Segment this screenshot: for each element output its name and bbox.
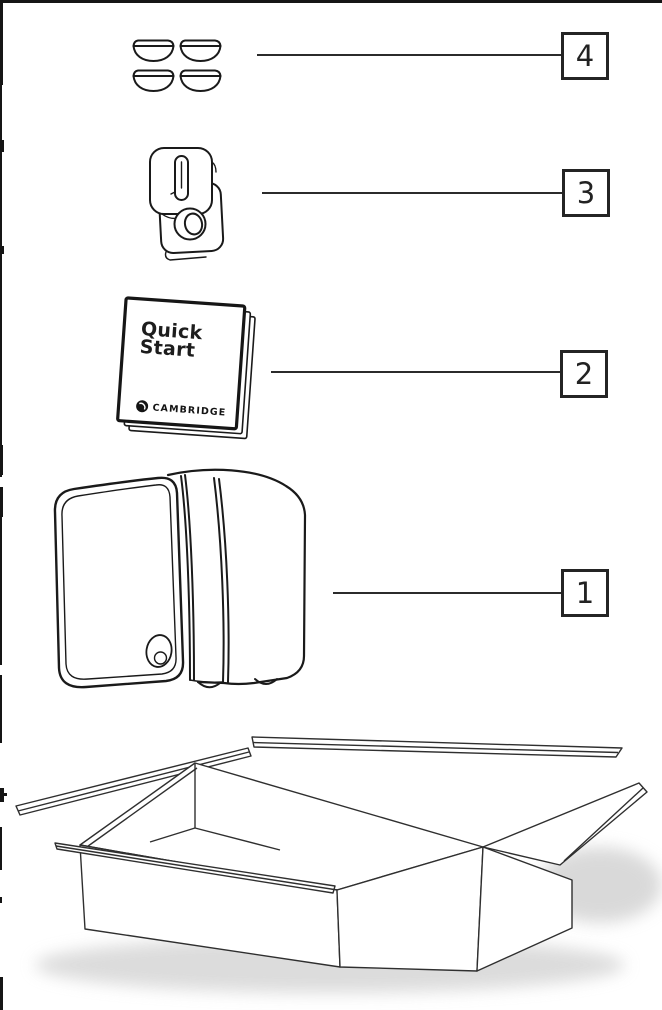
frame-border-left	[2, 793, 7, 796]
callout-box-2: 2	[560, 350, 608, 398]
leader-line-1	[333, 592, 561, 594]
callout-number: 4	[575, 38, 595, 73]
frame-border-top	[0, 0, 662, 3]
box-right-face	[476, 846, 573, 972]
frame-border-left	[0, 140, 4, 152]
callout-number: 1	[575, 575, 595, 610]
callout-number: 2	[574, 356, 594, 391]
rubber-feet-icon	[132, 39, 222, 92]
speaker-icon	[53, 468, 307, 689]
frame-border-left	[0, 517, 2, 665]
booklet-title-line2: Start	[139, 336, 196, 362]
callout-number: 3	[576, 175, 596, 210]
booklet-title-line1: Quick	[140, 318, 203, 344]
leader-line-2	[271, 371, 560, 373]
callout-box-4: 4	[561, 32, 609, 80]
frame-border-left	[0, 85, 2, 320]
callout-box-1: 1	[561, 569, 609, 617]
callout-box-3: 3	[562, 169, 610, 217]
quick-start-guide-icon: Quick Start CAMBRIDGE	[116, 296, 256, 440]
frame-border-left	[0, 246, 4, 254]
frame-border-left	[0, 487, 3, 517]
frame-border-left	[0, 445, 3, 475]
cambridge-logo-icon	[136, 400, 149, 413]
frame-border-left	[0, 0, 3, 85]
frame-border-left	[0, 675, 2, 743]
booklet-brand: CAMBRIDGE	[152, 402, 227, 418]
box-flap-right	[482, 782, 648, 866]
frame-border-left	[0, 827, 2, 870]
frame-border-left	[0, 977, 3, 1010]
frame-border-left	[0, 897, 2, 903]
leader-line-3	[262, 192, 562, 194]
frame-border-left	[0, 320, 2, 477]
leader-line-4	[257, 54, 561, 56]
wall-bracket-icon	[149, 147, 225, 261]
shipping-box-icon	[15, 736, 662, 993]
